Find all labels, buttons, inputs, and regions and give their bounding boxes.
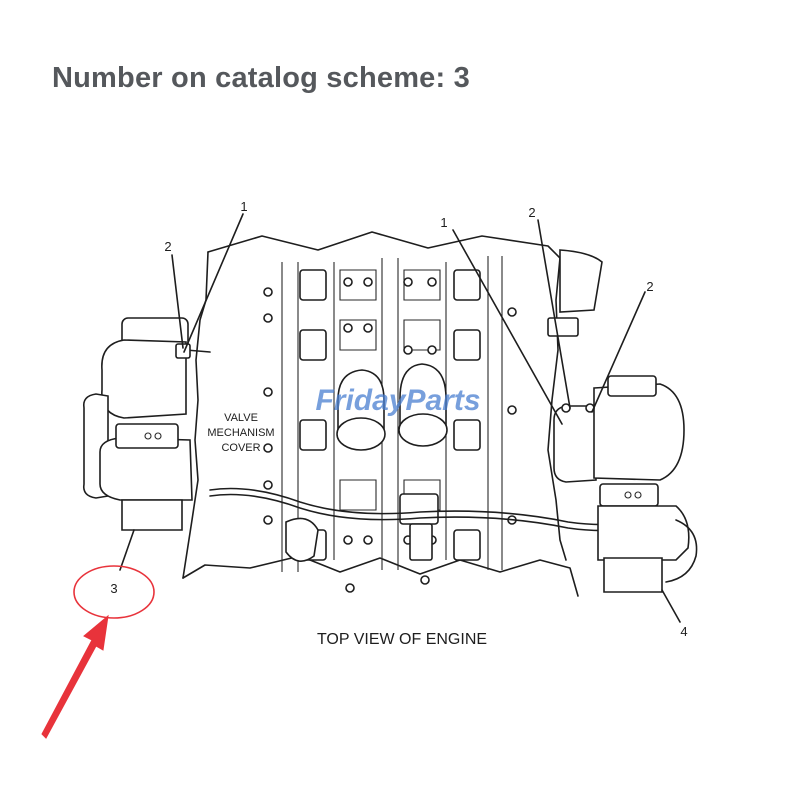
callout-4: 4 (680, 624, 687, 639)
callouts: 1 2 1 2 2 3 4 (110, 199, 687, 639)
diagram-caption: TOP VIEW OF ENGINE (317, 631, 487, 648)
cover-label-line-2: MECHANISM (207, 427, 274, 439)
lines (209, 487, 641, 532)
highlight-ellipse (73, 565, 155, 619)
page-title: Number on catalog scheme: 3 (52, 62, 470, 94)
callout-1-left: 1 (240, 199, 247, 214)
cover-label-line-3: COVER (221, 442, 260, 454)
callout-2-left: 2 (164, 239, 171, 254)
right-turbocharger (547, 249, 698, 593)
callout-3: 3 (110, 581, 117, 596)
valve-cover-label: VALVE MECHANISM COVER (207, 412, 274, 454)
leader-lines (119, 213, 681, 623)
callout-2-right-top: 2 (528, 205, 535, 220)
cover-label-line-1: VALVE (224, 412, 258, 424)
bolts (263, 277, 517, 593)
highlight-arrow (41, 614, 109, 739)
left-turbocharger (82, 317, 211, 531)
callout-2-right: 2 (646, 279, 653, 294)
watermark-logo: FridayParts (315, 384, 480, 417)
center-pipes (285, 363, 448, 562)
callout-1-right: 1 (440, 215, 447, 230)
